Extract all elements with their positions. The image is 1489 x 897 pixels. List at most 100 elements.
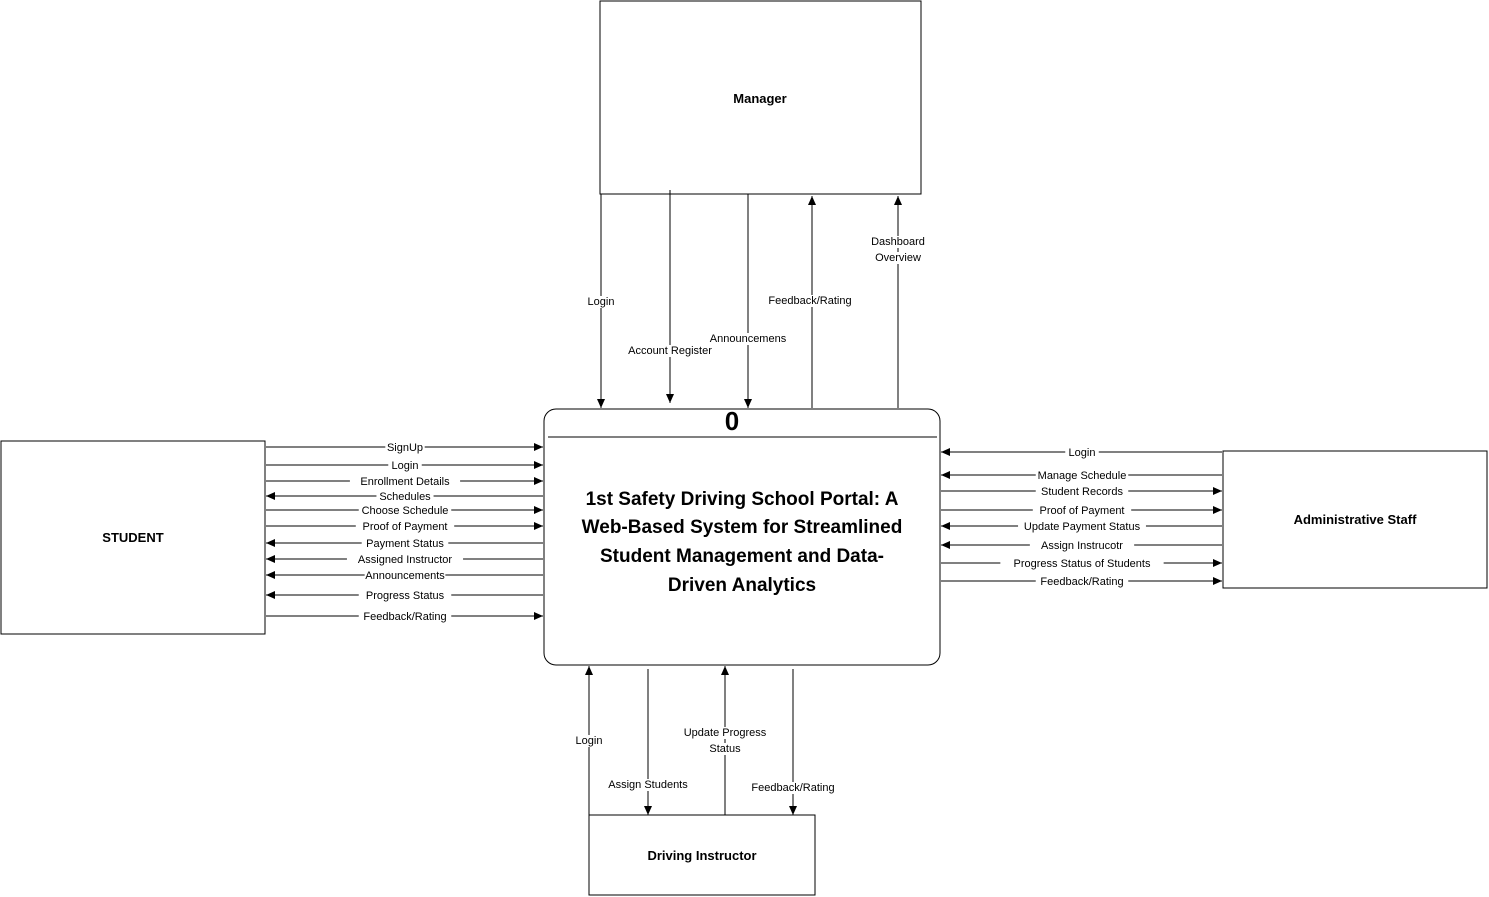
manager-flow-dashboard-overview-label: Dashboard xyxy=(871,236,925,248)
admin-flow-proof-of-payment-label: Proof of Payment xyxy=(1040,505,1125,517)
manager-flow-login-label-bg xyxy=(584,296,618,308)
student-flow-choose-schedule-label-bg xyxy=(358,505,452,517)
student-flow-proof-of-payment-arrowhead xyxy=(534,522,543,530)
student-flow-login-label: Login xyxy=(392,460,419,472)
student-flow-schedules-label: Schedules xyxy=(379,491,431,503)
admin-flow-proof-of-payment-label-bg xyxy=(1032,505,1132,517)
admin-flow-progress-status-of-students-arrowhead xyxy=(1213,559,1222,567)
manager-flow-account-register-arrowhead xyxy=(666,394,674,403)
student-flow-proof-of-payment-label: Proof of Payment xyxy=(363,521,448,533)
manager-flow-account-register: Account Register xyxy=(620,190,720,403)
manager-flow-dashboard-overview-label-bg xyxy=(869,236,927,248)
manager-flow-dashboard-overview-label: Overview xyxy=(875,252,921,264)
admin-flow-assign-instrucotr: Assign Instrucotr xyxy=(941,540,1222,552)
manager-flow-feedback-rating-arrowhead xyxy=(808,196,816,205)
instructor-flow-update-progress-status-arrowhead xyxy=(721,666,729,675)
admin-flow-update-payment-status-label: Update Payment Status xyxy=(1024,521,1141,533)
student-flow-schedules-arrowhead xyxy=(266,492,275,500)
student-entity-box xyxy=(0,440,266,635)
student-flow-proof-of-payment: Proof of Payment xyxy=(266,521,543,533)
process-title-line: Web-Based System for Streamlined xyxy=(582,517,903,538)
student-flow-signup-arrowhead xyxy=(534,443,543,451)
admin-entity-box xyxy=(1222,450,1488,589)
student-flow-enrollment-details-arrowhead xyxy=(534,477,543,485)
instructor-flow-assign-students: Assign Students xyxy=(601,669,695,815)
student-flow-choose-schedule-label: Choose Schedule xyxy=(362,505,449,517)
manager-flow-feedback-rating-label: Feedback/Rating xyxy=(768,295,851,307)
student-flow-enrollment-details-label-bg xyxy=(349,476,461,488)
instructor-flow-update-progress-status-label-bg xyxy=(705,743,745,755)
manager-flow-account-register-label-bg xyxy=(620,345,720,357)
admin-flow-assign-instrucotr-arrowhead xyxy=(941,541,950,549)
process-title-line: Driven Analytics xyxy=(668,575,816,596)
student-flow-feedback-rating: Feedback/Rating xyxy=(266,611,543,623)
student-flow-feedback-rating-label: Feedback/Rating xyxy=(363,611,446,623)
student-flow-signup-label-bg xyxy=(385,442,425,454)
admin-flow-login-label-bg xyxy=(1065,447,1099,459)
student-flow-progress-status-arrowhead xyxy=(266,591,275,599)
student-flow-assigned-instructor-arrowhead xyxy=(266,555,275,563)
instructor-flow-login-label: Login xyxy=(576,735,603,747)
student-flow-assigned-instructor-label: Assigned Instructor xyxy=(358,554,452,566)
student-flow-feedback-rating-label-bg xyxy=(358,611,452,623)
instructor-flow-login: Login xyxy=(572,666,606,815)
admin-flow-login-arrowhead xyxy=(941,448,950,456)
student-flow-announcements: Announcements xyxy=(266,570,543,582)
instructor-flow-assign-students-arrowhead xyxy=(644,806,652,815)
admin-flow-manage-schedule: Manage Schedule xyxy=(941,470,1222,482)
student-flow-schedules-label-bg xyxy=(376,491,434,503)
admin-flow-proof-of-payment-arrowhead xyxy=(1213,506,1222,514)
process-title-line: 1st Safety Driving School Portal: A xyxy=(586,489,899,510)
student-flow-login-label-bg xyxy=(388,460,422,472)
admin-entity-label: Administrative Staff xyxy=(1294,512,1417,527)
admin-flow-login-label: Login xyxy=(1069,447,1096,459)
student-flow-choose-schedule: Choose Schedule xyxy=(266,505,543,517)
admin-flow-feedback-rating: Feedback/Rating xyxy=(941,576,1222,588)
admin-flow-manage-schedule-label-bg xyxy=(1035,470,1129,482)
manager-flow-login-arrowhead xyxy=(597,399,605,408)
student-flow-announcements-label-bg xyxy=(364,570,446,582)
instructor-flow-assign-students-label-bg xyxy=(601,779,695,791)
admin-flow-student-records-arrowhead xyxy=(1213,487,1222,495)
manager-flow-announcemens-arrowhead xyxy=(744,399,752,408)
admin-flow-progress-status-of-students-label: Progress Status of Students xyxy=(1014,558,1151,570)
admin-flow-update-payment-status-arrowhead xyxy=(941,522,950,530)
admin-flow-login: Login xyxy=(941,447,1222,459)
student-flow-feedback-rating-arrowhead xyxy=(534,612,543,620)
instructor-flow-update-progress-status-label: Status xyxy=(709,743,741,755)
admin-flow-assign-instrucotr-label-bg xyxy=(1029,540,1135,552)
student-flow-progress-status-label-bg xyxy=(358,590,452,602)
student-flow-enrollment-details: Enrollment Details xyxy=(266,476,543,488)
admin-flow-update-payment-status-label-bg xyxy=(1018,521,1146,533)
student-flow-payment-status: Payment Status xyxy=(266,538,543,550)
instructor-flow-feedback-rating-arrowhead xyxy=(789,806,797,815)
manager-flow-account-register-label: Account Register xyxy=(628,345,712,357)
manager-entity-label: Manager xyxy=(733,91,786,106)
student-flow-login-arrowhead xyxy=(534,461,543,469)
manager-flow-announcemens-label-bg xyxy=(710,333,786,345)
instructor-entity-box xyxy=(588,814,816,896)
admin-flow-update-payment-status: Update Payment Status xyxy=(941,521,1222,533)
instructor-flow-login-arrowhead xyxy=(585,666,593,675)
admin-flow-assign-instrucotr-label: Assign Instrucotr xyxy=(1041,540,1123,552)
manager-flow-login: Login xyxy=(584,194,618,408)
student-flow-signup-label: SignUp xyxy=(387,442,423,454)
manager-flow-dashboard-overview-label-bg xyxy=(872,252,924,264)
instructor-flow-feedback-rating-label: Feedback/Rating xyxy=(751,782,834,794)
instructor-flow-update-progress-status-label-bg xyxy=(678,727,772,739)
manager-flow-feedback-rating: Feedback/Rating xyxy=(763,196,857,408)
instructor-flow-assign-students-label: Assign Students xyxy=(608,779,688,791)
admin-flow-feedback-rating-label-bg xyxy=(1035,576,1129,588)
student-flow-login: Login xyxy=(266,460,543,472)
student-flow-payment-status-label: Payment Status xyxy=(366,538,444,550)
student-flow-announcements-label: Announcements xyxy=(365,570,445,582)
process-box xyxy=(543,408,941,666)
admin-flow-proof-of-payment: Proof of Payment xyxy=(941,505,1222,517)
instructor-flow-feedback-rating: Feedback/Rating xyxy=(746,669,840,815)
student-flow-announcements-arrowhead xyxy=(266,571,275,579)
manager-entity-box xyxy=(599,0,922,195)
admin-flow-manage-schedule-label: Manage Schedule xyxy=(1038,470,1127,482)
